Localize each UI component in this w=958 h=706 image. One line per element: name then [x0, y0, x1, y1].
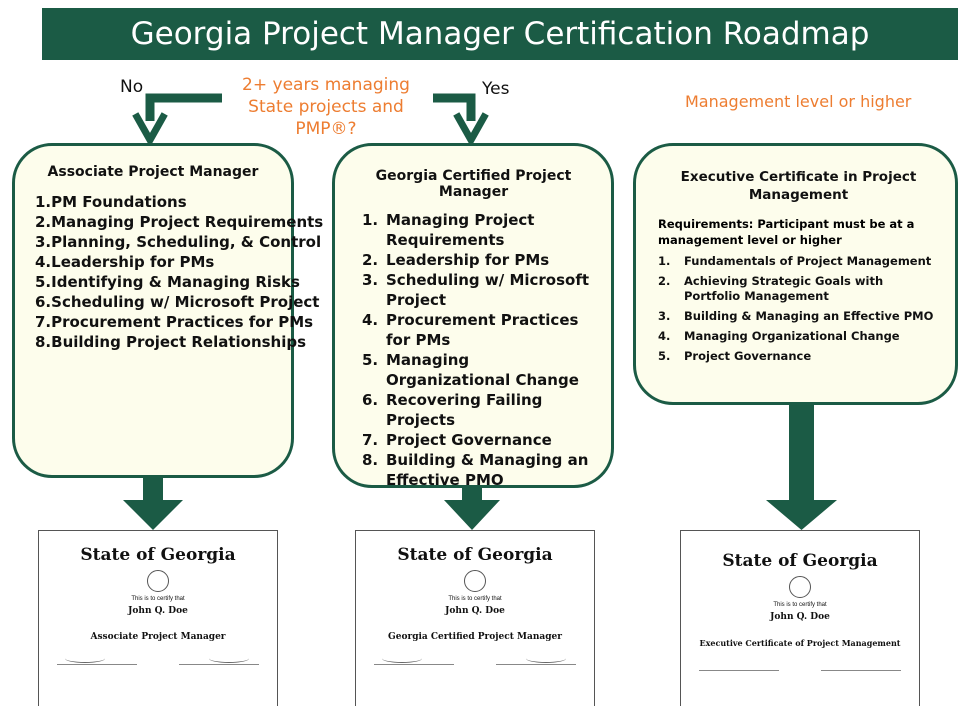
- certificate-fine-print: [681, 625, 919, 633]
- course-item: 1.Fundamentals of Project Management: [658, 254, 932, 268]
- course-item: 8.Building & Managing an Effective PMO: [362, 451, 589, 489]
- georgia-certified-project-manager-box: Georgia Certified Project Manager 1.Mana…: [332, 143, 614, 490]
- course-item: 5.Identifying & Managing Risks: [35, 273, 300, 291]
- certificate-state-title: State of Georgia: [397, 545, 553, 565]
- signature-line: [374, 652, 454, 665]
- yes-label: Yes: [482, 79, 510, 99]
- certificate-title: Associate Project Manager: [90, 632, 226, 642]
- certificate-certify-text: This is to certify that: [131, 596, 185, 602]
- state-seal-icon: [789, 576, 811, 598]
- yes-branch-arrowhead: [453, 112, 489, 148]
- box-title: Executive Certificate in Project Managem…: [680, 169, 917, 203]
- no-branch-arrowhead: [132, 112, 168, 148]
- certificate-state-title: State of Georgia: [80, 545, 236, 565]
- course-item: 3.Planning, Scheduling, & Control: [35, 233, 322, 251]
- signature-lines: [356, 652, 594, 665]
- state-seal-icon: [464, 570, 486, 592]
- certificate-recipient-name: John Q. Doe: [445, 606, 505, 616]
- no-label: No: [120, 77, 144, 97]
- certificate-fine-print: [356, 619, 594, 627]
- course-item: 8.Building Project Relationships: [35, 333, 307, 351]
- associate-project-manager-box: Associate Project Manager 1.PM Foundatio…: [12, 143, 324, 478]
- course-item: 2.Leadership for PMs: [362, 251, 550, 269]
- page-title-banner: Georgia Project Manager Certification Ro…: [42, 8, 958, 60]
- course-list: 1.PM Foundations 2.Managing Project Requ…: [35, 192, 324, 352]
- course-item: 2.Managing Project Requirements: [35, 213, 324, 231]
- certificate-certify-text: This is to certify that: [773, 602, 827, 608]
- course-item: 7.Procurement Practices for PMs: [35, 313, 314, 331]
- box-title: Georgia Certified Project Manager: [375, 168, 572, 200]
- signature-line: [179, 652, 259, 665]
- course-item: 1.PM Foundations: [35, 193, 187, 211]
- box-title: Associate Project Manager: [47, 164, 259, 180]
- signature-line: [496, 652, 576, 665]
- certificate-fine-print: [39, 619, 277, 627]
- signature-line: [57, 652, 137, 665]
- certificate-recipient-name: John Q. Doe: [128, 606, 188, 616]
- decision-question: 2+ years managing State projects and PMP…: [242, 75, 410, 139]
- course-item: 4.Leadership for PMs: [35, 253, 215, 271]
- signature-line: [699, 658, 779, 671]
- certificate-title: Executive Certificate of Project Managem…: [699, 638, 901, 648]
- gcpm-certificate: State of Georgia This is to certify that…: [355, 530, 595, 706]
- executive-certificate: State of Georgia This is to certify that…: [680, 530, 920, 706]
- course-list: 1.Managing Project Requirements 2.Leader…: [362, 210, 595, 490]
- course-item: 7.Project Governance: [362, 431, 552, 449]
- page-title: Georgia Project Manager Certification Ro…: [130, 16, 870, 52]
- signature-lines: [681, 658, 919, 671]
- associate-certificate: State of Georgia This is to certify that…: [38, 530, 278, 706]
- course-item: 1.Managing Project Requirements: [362, 211, 535, 249]
- course-item: 2.Achieving Strategic Goals with Portfol…: [658, 274, 884, 303]
- certificate-state-title: State of Georgia: [722, 551, 878, 571]
- course-item: 6.Scheduling w/ Microsoft Project: [35, 293, 320, 311]
- course-item: 3.Scheduling w/ Microsoft Project: [362, 271, 590, 309]
- certificate-certify-text: This is to certify that: [448, 596, 502, 602]
- course-item: 4.Procurement Practices for PMs: [362, 311, 579, 349]
- signature-scribble: [209, 654, 249, 663]
- signature-scribble: [526, 654, 566, 663]
- course-item: 4.Managing Organizational Change: [658, 329, 900, 343]
- signature-scribble: [65, 654, 105, 663]
- course-item: 5.Project Governance: [658, 349, 812, 363]
- arrow-to-associate-certificate: [123, 477, 183, 530]
- course-list: 1.Fundamentals of Project Management 2.A…: [658, 254, 939, 364]
- signature-line: [821, 658, 901, 671]
- certificate-recipient-name: John Q. Doe: [770, 612, 830, 622]
- course-item: 3.Building & Managing an Effective PMO: [658, 309, 934, 323]
- arrow-to-gcpm-certificate: [444, 486, 500, 530]
- signature-scribble: [382, 654, 422, 663]
- state-seal-icon: [147, 570, 169, 592]
- requirements-text: Requirements: Participant must be at a m…: [658, 217, 915, 247]
- certificate-title: Georgia Certified Project Manager: [388, 632, 562, 642]
- yes-branch-connector: [433, 93, 476, 121]
- signature-lines: [39, 652, 277, 665]
- course-item: 6.Recovering Failing Projects: [362, 391, 543, 429]
- course-item: 5.Managing Organizational Change: [362, 351, 579, 389]
- executive-certificate-box: Executive Certificate in Project Managem…: [633, 143, 958, 405]
- arrow-to-executive-certificate: [766, 404, 837, 530]
- management-level-label: Management level or higher: [685, 92, 912, 111]
- no-branch-connector: [145, 93, 222, 121]
